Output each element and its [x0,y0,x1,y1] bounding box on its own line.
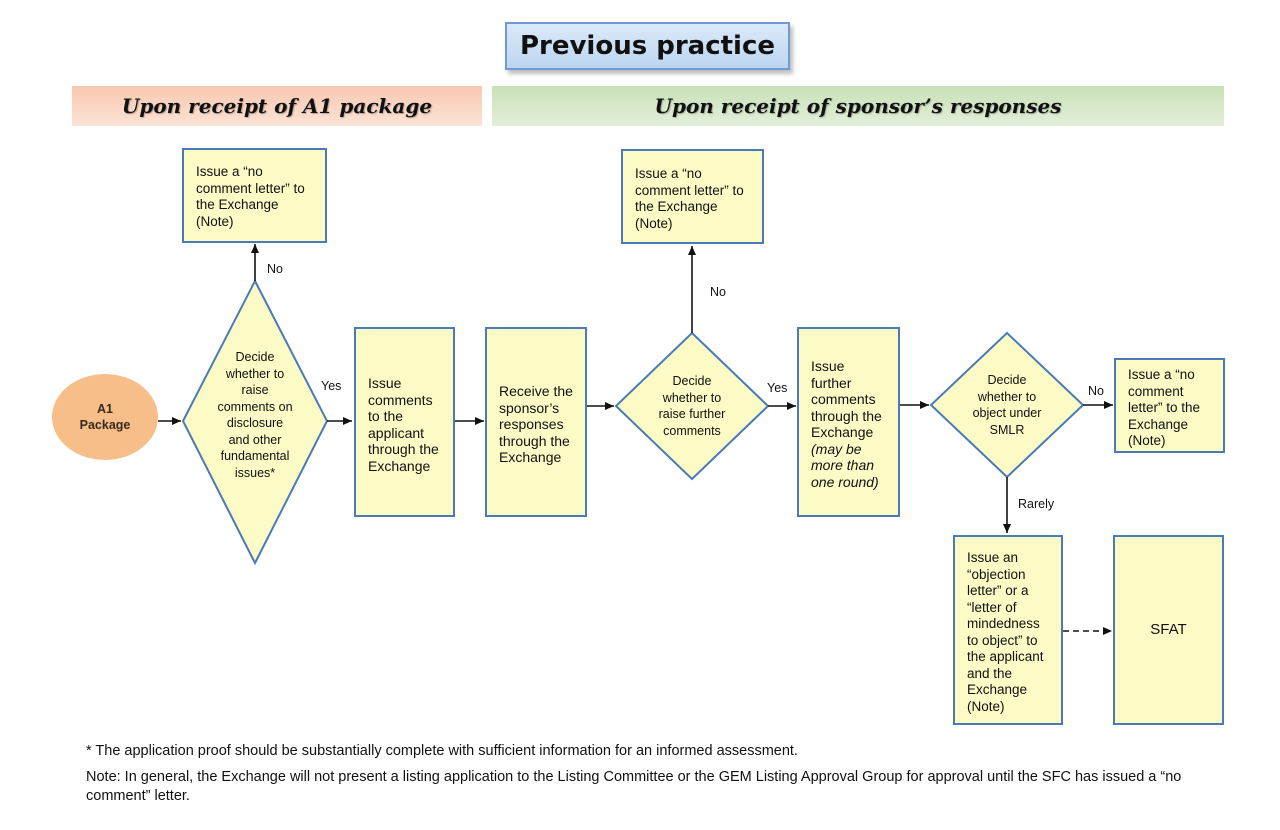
footnote-asterisk: * The application proof should be substa… [86,743,798,759]
edge-label-no-1: No [267,262,283,276]
edge-label-yes-1: Yes [321,379,342,393]
decide-raise-text: Decide whether to raise comments on disc… [217,350,293,480]
no-comment-letter-box-2: Issue a “no comment letter” to the Excha… [621,149,764,244]
page-title: Previous practice [505,22,790,70]
sfat-box: SFAT [1113,535,1224,725]
footnote-note: Note: In general, the Exchange will not … [86,769,1182,804]
edge-label-rarely: Rarely [1018,497,1055,511]
decide-raise-diamond [181,278,329,566]
objection-letter-box: Issue an “objection letter” or a “letter… [953,535,1063,725]
decide-smlr-text: Decide whether to object under SMLR [972,373,1042,437]
band-sponsor-responses: Upon receipt of sponsor’s responses [492,86,1224,126]
further-comments-text: Issue further comments through the Excha… [811,358,882,440]
no-comment-letter-box-3: Issue a “no comment letter” to the Excha… [1114,358,1225,453]
further-comments-box: Issue further comments through the Excha… [797,327,900,517]
edge-label-no-3: No [1088,384,1104,398]
band-a1-package: Upon receipt of A1 package [72,86,482,126]
decide-further-diamond [614,331,770,481]
edge-label-yes-2: Yes [767,381,788,395]
receive-responses-box: Receive the sponsor’s responses through … [485,327,587,517]
decide-further-text: Decide whether to raise further comments [658,374,726,438]
edge-label-no-2: No [710,285,726,299]
a1-package-label: A1 Package [79,402,131,432]
further-comments-note: (may be more than one round) [811,440,879,490]
issue-comments-box: Issue comments to the applicant through … [354,327,455,517]
a1-package-oval [52,374,158,460]
no-comment-letter-box-1: Issue a “no comment letter” to the Excha… [182,148,327,243]
